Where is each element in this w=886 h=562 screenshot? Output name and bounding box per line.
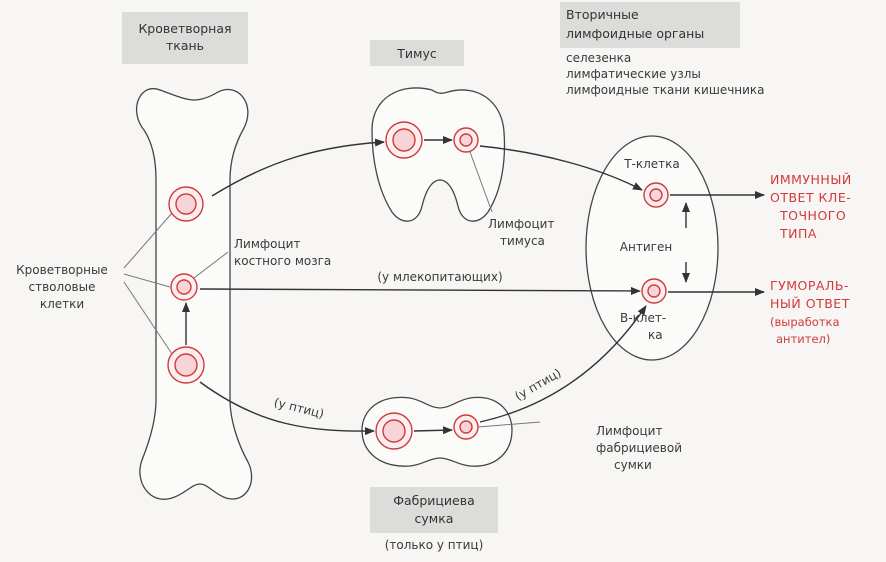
label-stem-cells-1: Кроветворные: [16, 263, 108, 277]
label-stem-cells-3: клетки: [40, 297, 84, 311]
label-humoral-2: НЫЙ ОТВЕТ: [770, 296, 850, 311]
t-cell: [643, 182, 669, 208]
label-cellular-1: ИММУННЫЙ: [770, 172, 852, 187]
label-bursa-lymphocyte-2: фабрициевой: [596, 441, 682, 455]
label-bursa-lymphocyte-1: Лимфоцит: [596, 424, 662, 438]
header-box-bursa: [370, 487, 498, 533]
label-cellular-3: ТОЧНОГО: [779, 208, 846, 223]
label-secondary-1: Вторичные: [566, 7, 639, 22]
label-mammals: (у млекопитающих): [377, 270, 502, 284]
pointer-thymus-lymphocyte: [469, 151, 493, 213]
label-thymus: Тимус: [396, 46, 437, 61]
label-birds-only: (только у птиц): [385, 538, 484, 552]
label-b-cell-2: ка: [648, 328, 663, 342]
label-thymus-lymphocyte-2: тимуса: [500, 234, 545, 248]
bursa-lymphocyte-cell: [453, 414, 479, 440]
label-gut-lymphoid: лимфоидные ткани кишечника: [566, 83, 765, 97]
label-birds-left: (у птиц): [272, 395, 325, 421]
stem-cell-top: [168, 186, 204, 222]
label-bursa-2: сумка: [415, 511, 454, 526]
label-secondary-2: лимфоидные органы: [566, 26, 704, 41]
header-box-hematopoietic: [122, 12, 248, 64]
label-marrow-lymphocyte-2: костного мозга: [234, 254, 331, 268]
pointer-marrow-lymphocyte: [193, 251, 229, 279]
pointer-stem-mid: [123, 273, 171, 288]
secondary-organ-ellipse: [585, 135, 719, 361]
arrow-thymus-to-t-cell: [479, 145, 643, 191]
bursa-stem-cell: [375, 412, 413, 450]
pointer-stem-bottom: [123, 281, 173, 355]
label-hematopoietic-2: ткань: [166, 38, 204, 53]
arrow-marrow-to-b-cell: [199, 286, 641, 295]
label-humoral-3: (выработка: [770, 315, 840, 329]
label-cellular-4: ТИПА: [779, 226, 817, 241]
label-humoral-1: ГУМОРАЛЬ-: [770, 278, 849, 293]
label-humoral-4: антител): [776, 332, 830, 346]
label-b-cell-1: В-клет-: [620, 311, 666, 325]
header-box-secondary: [560, 2, 740, 48]
label-bursa-lymphocyte-3: сумки: [614, 458, 652, 472]
stem-cell-bottom: [167, 346, 205, 384]
thymus-shape: [371, 87, 506, 222]
b-cell: [641, 278, 667, 304]
header-box-thymus: [370, 40, 464, 66]
label-marrow-lymphocyte-1: Лимфоцит: [234, 237, 300, 251]
label-hematopoietic-1: Кроветворная: [138, 21, 231, 36]
marrow-lymphocyte-cell: [170, 273, 198, 301]
thymus-lymphocyte-cell: [453, 127, 479, 153]
label-birds-right: (у птиц): [512, 366, 563, 404]
arrow-bone-to-thymus: [211, 138, 385, 197]
label-stem-cells-2: стволовые: [29, 280, 96, 294]
label-cellular-2: ОТВЕТ КЛЕ-: [770, 190, 851, 205]
label-t-cell: Т-клетка: [623, 157, 680, 171]
arrow-bursa-internal: [413, 426, 453, 435]
label-spleen: селезенка: [566, 51, 631, 65]
label-thymus-lymphocyte-1: Лимфоцит: [488, 217, 554, 231]
pointer-bursa-lymphocyte: [477, 421, 541, 428]
label-antigen: Антиген: [620, 240, 672, 254]
arrow-bursa-to-b-cell: [479, 305, 647, 423]
label-bursa-1: Фабрициева: [393, 493, 475, 508]
arrow-bone-to-bursa: [199, 381, 375, 436]
pointer-stem-top: [123, 212, 173, 269]
label-lymph-nodes: лимфатические узлы: [566, 67, 701, 81]
thymus-stem-cell: [385, 121, 423, 159]
